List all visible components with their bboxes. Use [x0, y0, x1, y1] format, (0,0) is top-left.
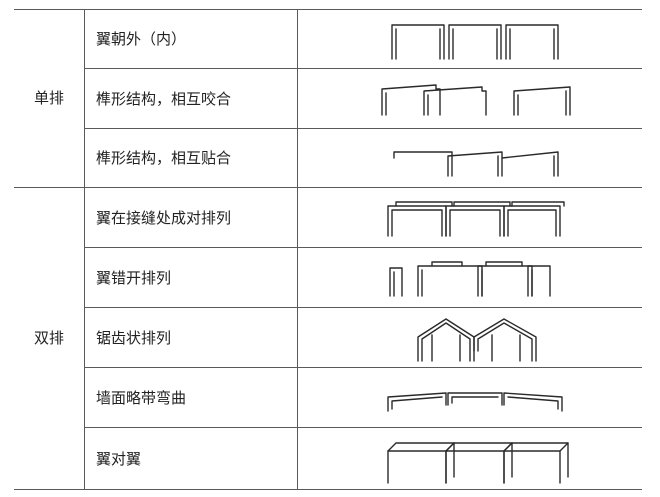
row-divider: [84, 427, 642, 428]
row-divider: [84, 247, 642, 248]
double-zigzag-diagram: [417, 318, 537, 362]
single-tenon-interlock-diagram: [381, 84, 571, 116]
row-divider: [84, 128, 642, 129]
double-staggered-diagram: [389, 261, 551, 297]
row-label: 翼错开排列: [96, 269, 172, 287]
row-label: 墙面略带弯曲: [96, 389, 187, 407]
arrangement-table: 单排 双排 翼朝外（内） 榫形结构，相互咬合 榫形结构，相互贴合 翼在接缝处成对…: [14, 9, 642, 490]
group-divider: [14, 187, 642, 188]
double-flange-to-flange-diagram: [387, 442, 569, 484]
row-label: 榫形结构，相互贴合: [96, 149, 232, 167]
group-label-double: 双排: [33, 329, 64, 347]
row-label: 翼在接缝处成对排列: [96, 209, 232, 227]
group-label-single: 单排: [33, 89, 64, 107]
double-curved-wall-diagram: [387, 392, 563, 412]
column-divider: [84, 9, 85, 490]
row-divider: [84, 367, 642, 368]
row-divider: [84, 307, 642, 308]
row-label: 锯齿状排列: [96, 329, 172, 347]
single-flange-out-diagram: [391, 24, 559, 60]
table-top-border: [14, 9, 642, 10]
double-paired-at-joint-diagram: [387, 201, 565, 237]
row-label: 榫形结构，相互咬合: [96, 90, 232, 108]
row-divider: [84, 68, 642, 69]
row-label: 翼朝外（内）: [96, 30, 187, 48]
row-label: 翼对翼: [96, 450, 142, 468]
table-bottom-border: [14, 489, 642, 490]
single-tenon-fit-diagram: [393, 151, 559, 177]
column-divider: [297, 9, 298, 490]
